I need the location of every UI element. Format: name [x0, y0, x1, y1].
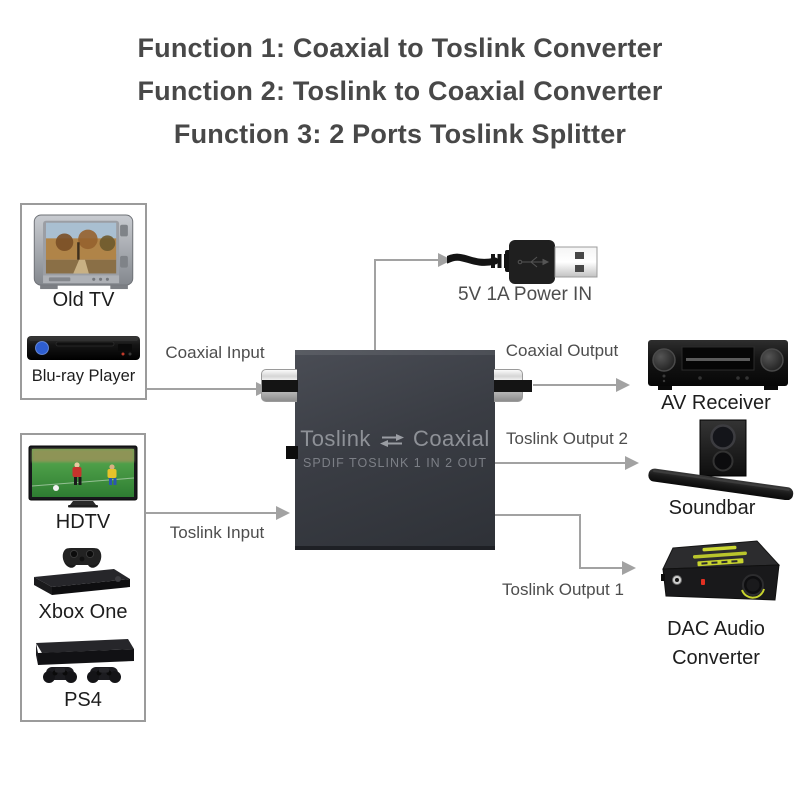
power-label: 5V 1A Power IN — [457, 284, 593, 305]
av-receiver-image — [648, 340, 788, 390]
blu-ray-player-label: Blu-ray Player — [31, 367, 136, 385]
mode-switch — [286, 446, 298, 459]
dac-power-led — [701, 579, 705, 585]
dac-label-line-1: DAC Audio — [667, 618, 765, 640]
exchange-arrows-icon — [379, 434, 404, 447]
coaxial-input-label: Coaxial Input — [165, 343, 265, 362]
coaxial-output-label: Coaxial Output — [505, 341, 619, 360]
source-group-toslink: HDTV Xbox One PS4 — [20, 433, 146, 722]
usb-plug-image — [443, 240, 598, 284]
title-block: Function 1: Coaxial to Toslink Converter… — [0, 27, 800, 156]
soundbar — [644, 416, 796, 505]
source-group-coaxial: Old TV Blu-ray Player — [20, 203, 147, 400]
ps4-image — [36, 639, 134, 683]
dac-label-line-2: Converter — [672, 647, 760, 669]
usb-trident-icon — [517, 256, 550, 268]
toslink-input-line — [145, 506, 290, 520]
dac-audio-converter-image — [661, 540, 781, 601]
title-line-3: Function 3: 2 Ports Toslink Splitter — [173, 119, 627, 149]
blu-ray-player-image — [27, 336, 140, 360]
title-line-1: Function 1: Coaxial to Toslink Converter — [137, 33, 663, 63]
soundbar-bar — [648, 468, 794, 501]
toslink-input-label: Toslink Input — [169, 523, 265, 542]
old-tv-label: Old TV — [52, 289, 115, 311]
coaxial-output-line — [533, 378, 630, 392]
old-tv-image — [33, 214, 134, 290]
converter-subtitle: SPDIF TOSLINK 1 IN 2 OUT — [303, 456, 487, 470]
dac-audio-converter-label: DAC Audio Converter — [667, 615, 765, 673]
dac-audio-converter — [655, 538, 785, 625]
power-line — [374, 253, 452, 350]
hdtv-image — [28, 445, 138, 508]
dac-top-markings — [692, 545, 747, 567]
coaxial-input-line — [147, 382, 270, 396]
ps4-label: PS4 — [64, 689, 102, 711]
toslink-output-1-line — [495, 514, 636, 575]
soundbar-label: Soundbar — [668, 497, 756, 519]
usb-power-plug — [443, 233, 605, 298]
coaxial-port-pin — [494, 380, 532, 392]
soundbar-image — [648, 419, 794, 501]
toslink-output-2-line — [495, 456, 639, 470]
coaxial-input-port — [261, 369, 298, 402]
coaxial-output-port — [494, 369, 532, 402]
title-line-2: Function 2: Toslink to Coaxial Converter — [137, 76, 663, 106]
hdtv-label: HDTV — [55, 511, 111, 533]
converter-title-right: Coaxial — [412, 426, 490, 451]
converter-title: Toslink Coaxial — [295, 426, 495, 452]
coaxial-port-pin — [262, 380, 298, 392]
xbox-one-label: Xbox One — [38, 601, 128, 623]
av-receiver — [648, 338, 788, 399]
av-receiver-label: AV Receiver — [661, 392, 771, 414]
toslink-output-1-label: Toslink Output 1 — [502, 580, 624, 599]
toslink-output-2-label: Toslink Output 2 — [506, 429, 628, 448]
xbox-one-image — [34, 548, 130, 595]
converter-title-left: Toslink — [300, 426, 371, 451]
converter-unit: Toslink Coaxial SPDIF TOSLINK 1 IN 2 OUT — [261, 350, 532, 550]
